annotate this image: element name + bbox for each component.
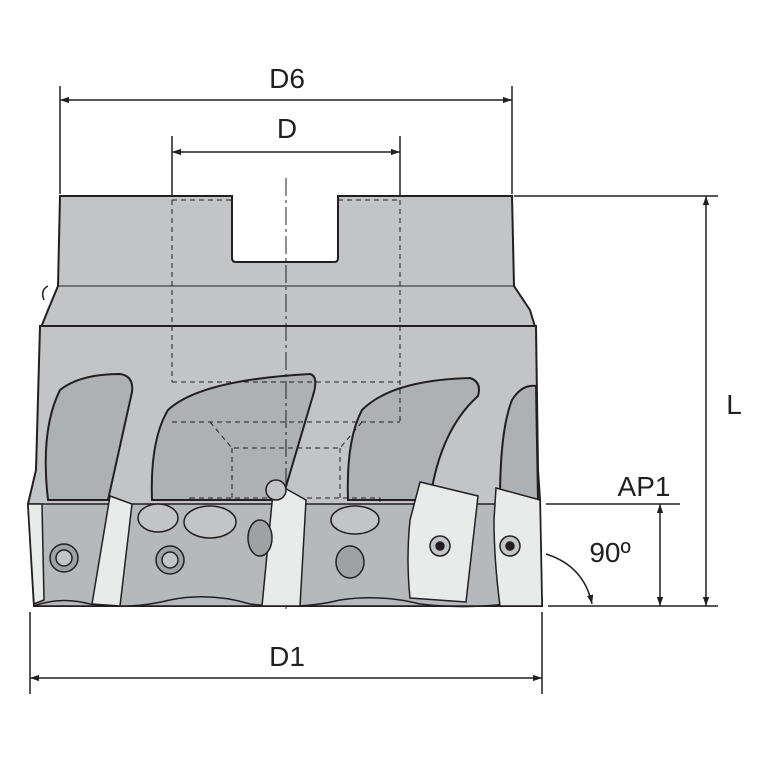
d-label: D: [277, 113, 297, 144]
insert-3: [261, 480, 307, 607]
pocket-3: [346, 376, 480, 501]
l-label: L: [726, 389, 742, 420]
pocket-4: [498, 384, 540, 501]
dimension-lines: [29, 86, 718, 694]
chip-pockets: [44, 372, 540, 501]
insert-1: [27, 503, 45, 606]
d6-label: D6: [269, 63, 305, 94]
angle-label: 90º: [589, 537, 630, 568]
pocket-2: [150, 372, 317, 501]
pocket-1: [44, 372, 134, 501]
inserts: [27, 480, 543, 607]
ap1-label: AP1: [618, 471, 671, 502]
insert-2: [91, 494, 133, 607]
screws: [49, 479, 521, 579]
d1-label: D1: [269, 641, 305, 672]
